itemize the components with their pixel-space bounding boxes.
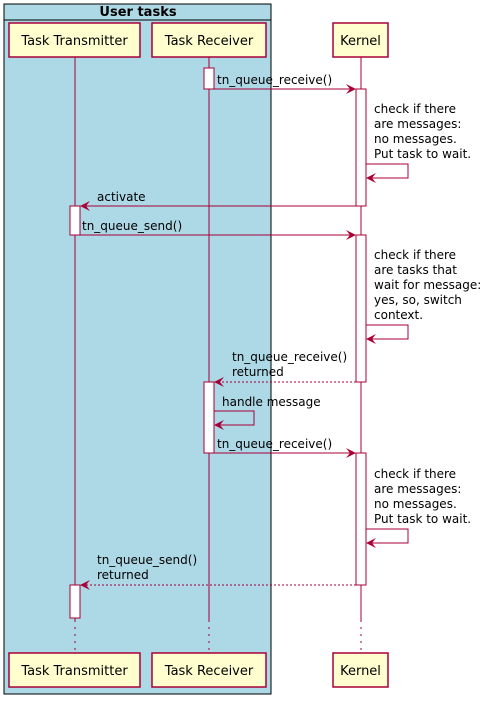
activation-transmitter-1 bbox=[69, 205, 81, 236]
participant-transmitter-bottom-label: Task Transmitter bbox=[20, 664, 128, 679]
participant-receiver-top bbox=[151, 22, 267, 58]
activation-kernel-3 bbox=[355, 452, 367, 586]
activation-kernel-2 bbox=[355, 234, 367, 383]
message-label-send: tn_queue_send() bbox=[82, 219, 182, 233]
self-note-2: check if there are tasks that wait for m… bbox=[374, 248, 485, 322]
self-note-1: check if there are messages: no messages… bbox=[374, 102, 471, 161]
self-arrow-handle bbox=[214, 410, 255, 430]
activation-receiver-1 bbox=[203, 67, 215, 90]
participant-kernel-bottom-label: Kernel bbox=[340, 664, 381, 679]
participant-receiver-top-label: Task Receiver bbox=[164, 34, 254, 49]
participant-kernel-top bbox=[332, 22, 389, 58]
message-label-1: tn_queue_receive() bbox=[217, 73, 332, 87]
return-label-send: tn_queue_send() returned bbox=[97, 553, 201, 582]
participant-transmitter-top bbox=[8, 22, 141, 58]
user-tasks-group-title: User tasks bbox=[99, 5, 176, 20]
activation-kernel-1 bbox=[355, 88, 367, 207]
participant-kernel-bottom bbox=[332, 652, 389, 688]
message-label-activate: activate bbox=[97, 190, 146, 204]
participant-receiver-bottom bbox=[151, 652, 267, 688]
participant-transmitter-bottom bbox=[8, 652, 141, 688]
participant-kernel-top-label: Kernel bbox=[340, 34, 381, 49]
self-arrow-3 bbox=[366, 528, 409, 548]
self-label-handle: handle message bbox=[222, 395, 321, 409]
activation-receiver-2 bbox=[203, 381, 215, 454]
message-label-receive-2: tn_queue_receive() bbox=[217, 437, 332, 451]
self-arrow-2 bbox=[366, 324, 409, 344]
participant-receiver-bottom-label: Task Receiver bbox=[164, 664, 254, 679]
self-arrow-1 bbox=[366, 163, 409, 183]
self-note-3: check if there are messages: no messages… bbox=[374, 467, 471, 526]
return-label-receive: tn_queue_receive() returned bbox=[232, 350, 351, 379]
user-tasks-group bbox=[3, 3, 272, 695]
participant-transmitter-top-label: Task Transmitter bbox=[20, 34, 128, 49]
activation-transmitter-2 bbox=[69, 584, 81, 619]
